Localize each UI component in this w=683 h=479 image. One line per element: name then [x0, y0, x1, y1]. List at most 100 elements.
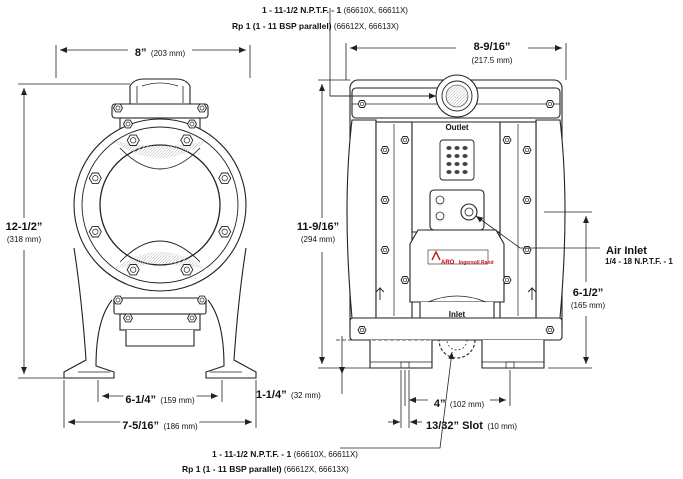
bolt-head: [112, 103, 124, 113]
brand-logo: ARO Ingersoll Rand: [441, 252, 494, 268]
outlet-note-line2: Rp 1 (1 - 11 BSP parallel) (66612X, 6661…: [232, 22, 399, 31]
height-front-metric: (318 mm): [6, 235, 42, 244]
outlet-bsp-part-numbers: (66612X, 66613X): [333, 22, 399, 31]
base-outer-metric: (186 mm): [163, 422, 198, 431]
bolt-head: [122, 313, 134, 323]
bolt-head: [400, 276, 410, 284]
bolt-head: [186, 119, 198, 129]
inlet-part-numbers: (66610X, 66611X): [293, 450, 358, 459]
inlet-height-metric: (32 mm): [291, 391, 321, 400]
vent-hole: [462, 154, 468, 158]
outlet-note-line1: 1 - 11-1/2 N.P.T.F. - 1 (66610X, 66611X): [262, 6, 408, 15]
height-side-dimension: 11-9/16” (294 mm): [296, 221, 340, 244]
vent-hole: [454, 170, 460, 174]
bolt-head: [88, 172, 102, 184]
bolt-center: [130, 137, 137, 144]
brand-logo-text: ARO: [441, 260, 455, 266]
vent-hole: [462, 146, 468, 150]
bolt-center: [504, 277, 510, 283]
vent-hole: [454, 154, 460, 158]
side-view: [346, 74, 566, 369]
air-height-dimension: 6-1/2” (165 mm): [570, 287, 606, 310]
foot-spacing-dimension: 4” (102 mm): [434, 395, 484, 411]
bolt-center: [125, 315, 131, 321]
vent-hole: [454, 146, 460, 150]
bolt-center: [547, 327, 553, 333]
air-inlet-title: Air Inlet: [606, 245, 647, 257]
bolt-head: [522, 146, 532, 154]
bolt-head: [196, 103, 208, 113]
bolt-head: [112, 295, 124, 305]
bolt-head: [357, 100, 367, 108]
height-side-value: 11-9/16”: [296, 221, 340, 233]
slot-dimension: 13/32” Slot (10 mm): [426, 417, 517, 433]
muffler-vent-holes: [446, 146, 468, 174]
vent-hole: [446, 170, 452, 174]
bolt-center: [199, 297, 205, 303]
bolt-center: [504, 137, 510, 143]
width-side-value: 8-9/16”: [473, 41, 511, 53]
bolt-center: [199, 105, 205, 111]
bolt-center: [183, 266, 190, 273]
bolt-center: [359, 327, 365, 333]
front-view: [63, 78, 257, 379]
bolt-head: [502, 276, 512, 284]
bolt-center: [382, 197, 388, 203]
inlet-height-dimension: 1-1/4” (32 mm): [256, 386, 321, 402]
air-inlet-label: Air Inlet: [606, 242, 647, 258]
width-side-dimension: 8-9/16” (217.5 mm): [472, 42, 513, 65]
width-front-dimension: 8” (203 mm): [135, 44, 185, 60]
bolt-head: [522, 196, 532, 204]
bolt-center: [92, 175, 99, 182]
bolt-head: [218, 226, 232, 238]
width-side-metric: (217.5 mm): [471, 56, 513, 65]
bolt-center: [130, 266, 137, 273]
bolt-center: [189, 315, 195, 321]
width-front-metric: (203 mm): [150, 49, 186, 58]
bolt-center: [183, 137, 190, 144]
bolt-center: [125, 121, 131, 127]
base-outer-dimension: 7-5/16” (186 mm): [120, 417, 200, 433]
base-inner-dimension: 6-1/4” (159 mm): [123, 391, 197, 407]
foot-spacing-metric: (102 mm): [449, 400, 485, 409]
bolt-head: [180, 264, 194, 276]
height-front-value: 12-1/2”: [5, 221, 43, 233]
outlet-bsp-spec: Rp 1 (1 - 11 BSP parallel): [232, 21, 332, 31]
inlet-note-line2: Rp 1 (1 - 11 BSP parallel) (66612X, 6661…: [182, 465, 349, 474]
bolt-head: [88, 226, 102, 238]
slot-value: 13/32” Slot: [426, 420, 483, 432]
vent-hole: [454, 162, 460, 166]
bolt-center: [382, 247, 388, 253]
bolt-center: [115, 105, 121, 111]
bolt-head: [522, 246, 532, 254]
bolt-head: [126, 134, 140, 146]
bolt-center: [382, 147, 388, 153]
air-height-value: 6-1/2”: [572, 287, 604, 299]
bolt-head: [380, 146, 390, 154]
vent-hole: [446, 154, 452, 158]
bolt-head: [186, 313, 198, 323]
vent-hole: [446, 162, 452, 166]
brand-logo-plate: [427, 249, 489, 265]
inlet-height-value: 1-1/4”: [256, 389, 287, 401]
bolt-center: [221, 228, 228, 235]
bolt-center: [115, 297, 121, 303]
side-view-bolts: [357, 100, 555, 334]
bolt-head: [502, 136, 512, 144]
air-height-metric: (165 mm): [570, 301, 606, 310]
bolt-head: [122, 119, 134, 129]
bolt-center: [402, 277, 408, 283]
inlet-note-line1: 1 - 11-1/2 N.P.T.F. - 1 (66610X, 66611X): [212, 450, 358, 459]
foot-spacing-value: 4”: [433, 398, 446, 410]
bolt-head: [180, 134, 194, 146]
side-dimension-lines: [318, 43, 592, 428]
base-inner-value: 6-1/4”: [125, 394, 156, 406]
vent-hole: [462, 162, 468, 166]
bolt-center: [402, 137, 408, 143]
inlet-bsp-part-numbers: (66612X, 66613X): [283, 465, 349, 474]
bolt-center: [524, 147, 530, 153]
brand-plate-text: Ingersoll Rand: [458, 260, 494, 266]
air-inlet-spec: 1/4 - 18 N.P.T.F. - 1: [605, 257, 673, 266]
outlet-thread-spec: 1 - 11-1/2 N.P.T.F. - 1: [262, 5, 342, 15]
